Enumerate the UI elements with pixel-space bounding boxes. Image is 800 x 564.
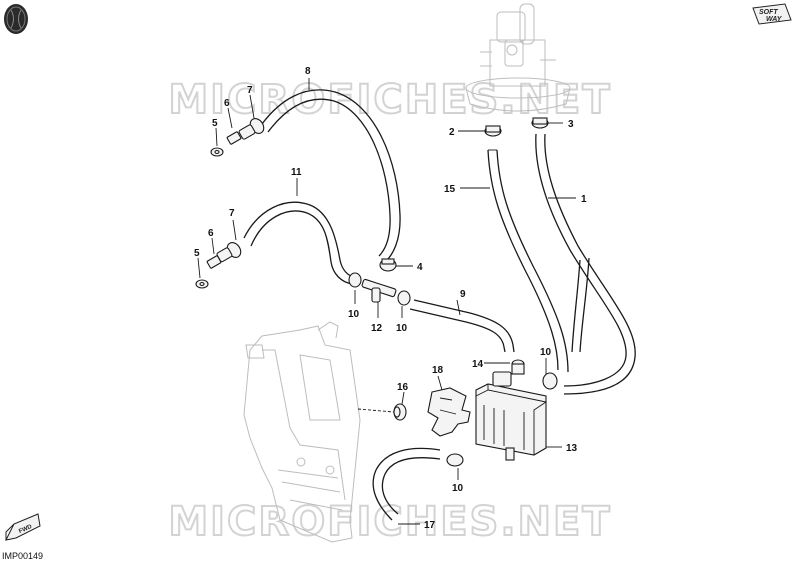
lower-fitting-group xyxy=(195,242,242,289)
fwd-arrow-icon: FWD xyxy=(5,513,41,541)
watermark-bottom: MICROFICHES.NET xyxy=(168,499,611,545)
callout-5-upper: 5 xyxy=(212,118,218,129)
watermark-top: MICROFICHES.NET xyxy=(168,77,611,123)
callout-5-lower: 5 xyxy=(194,248,200,259)
frame-bracket xyxy=(243,321,361,543)
grommet-16 xyxy=(393,403,407,421)
callout-10-left: 10 xyxy=(348,309,360,320)
callout-2: 2 xyxy=(449,127,455,138)
t-piece-12 xyxy=(361,278,397,303)
clamp-10-left xyxy=(348,272,362,288)
callout-1: 1 xyxy=(581,194,587,205)
callout-11: 11 xyxy=(291,167,302,178)
upper-fitting-group xyxy=(210,118,265,157)
circle-logo-icon xyxy=(4,4,28,34)
softway-text-bottom: WAY xyxy=(766,16,783,23)
callout-12: 12 xyxy=(371,323,383,334)
clamp-10-right xyxy=(397,290,411,306)
softway-logo-icon: SOFT WAY xyxy=(752,3,792,25)
charcoal-canister-13 xyxy=(475,371,547,461)
callout-18: 18 xyxy=(432,365,444,376)
callout-15: 15 xyxy=(444,184,456,195)
mounting-bracket-18 xyxy=(427,387,471,437)
diagram-code: IMP00149 xyxy=(2,551,44,561)
callout-3: 3 xyxy=(568,119,574,130)
callout-7-lower: 7 xyxy=(229,208,235,219)
callout-6-upper: 6 xyxy=(224,98,230,109)
callout-6-lower: 6 xyxy=(208,228,214,239)
clamp-10-canister xyxy=(542,372,558,390)
callout-16: 16 xyxy=(397,382,409,393)
callout-14: 14 xyxy=(472,359,484,370)
callout-10-lower: 10 xyxy=(452,483,464,494)
callout-4: 4 xyxy=(417,262,423,273)
callout-17: 17 xyxy=(424,520,436,531)
callout-13: 13 xyxy=(566,443,578,454)
callout-9: 9 xyxy=(460,289,466,300)
callout-10-right: 10 xyxy=(396,323,408,334)
fwd-text: FWD xyxy=(18,524,34,535)
callout-7-upper: 7 xyxy=(247,85,253,96)
callout-8: 8 xyxy=(305,66,311,77)
softway-text-top: SOFT xyxy=(759,9,778,16)
callout-10-canister: 10 xyxy=(540,347,552,358)
fuel-pump-assembly xyxy=(465,3,571,112)
clamp-10-lower xyxy=(446,453,464,467)
